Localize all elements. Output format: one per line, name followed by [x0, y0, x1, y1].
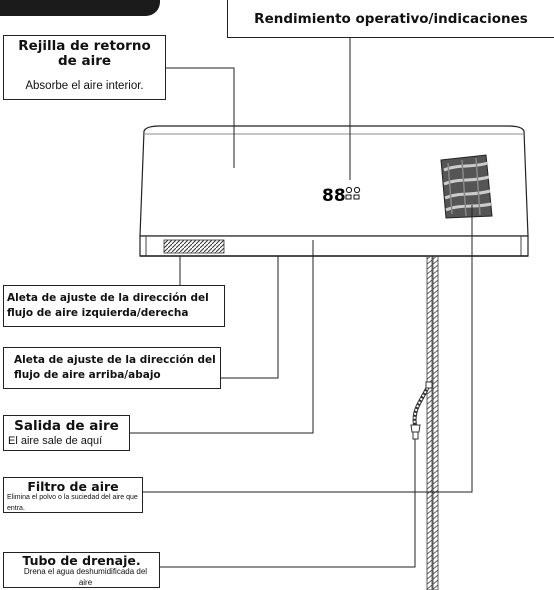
- leader-drain-pipe: [160, 439, 416, 568]
- ac-indoor-unit: [139, 125, 529, 257]
- display-digits: 88: [322, 186, 346, 206]
- air-outlet-title: Salida de aire: [14, 418, 119, 434]
- air-outlet-desc: El aire sale de aquí: [8, 435, 103, 447]
- air-outlet-label: Salida de aire El aire sale de aquí: [3, 415, 130, 451]
- leader-ud-louver: [221, 256, 279, 379]
- return-grille-title: Rejilla de retorno de aire: [18, 38, 151, 69]
- air-filter-desc: Elimina el polvo o la suciedad del aire …: [7, 494, 138, 512]
- operation-indicator-title: Rendimiento operativo/indicaciones: [254, 11, 528, 27]
- air-filter-graphic: [440, 154, 493, 219]
- lr-louver-title: Aleta de ajuste de la dirección del fluj…: [7, 292, 209, 319]
- operation-indicator-label: Rendimiento operativo/indicaciones: [227, 0, 554, 38]
- ud-louver-title: Aleta de ajuste de la dirección del fluj…: [14, 354, 216, 381]
- leader-return-grille: [166, 67, 235, 168]
- leader-lines: [130, 38, 473, 568]
- leader-air-filter: [143, 205, 473, 493]
- lr-louver-blades: [163, 239, 225, 254]
- return-grille-label: Rejilla de retorno de aire Absorbe el ai…: [3, 35, 166, 100]
- header-tab: [0, 0, 160, 16]
- display-panel: 88: [322, 186, 361, 206]
- drain-pipe-graphic: [410, 255, 439, 590]
- return-grille-desc: Absorbe el aire interior.: [25, 80, 144, 92]
- drain-pipe-title: Tubo de drenaje.: [22, 553, 141, 568]
- ud-louver-label: Aleta de ajuste de la dirección del fluj…: [3, 347, 221, 389]
- drain-pipe-desc: Drena el agua deshumidificada del aire: [23, 567, 148, 587]
- air-filter-label: Filtro de aire Elimina el polvo o la suc…: [3, 477, 143, 513]
- drain-pipe-label: Tubo de drenaje. Drena el agua deshumidi…: [3, 552, 160, 588]
- lr-louver-label: Aleta de ajuste de la dirección del fluj…: [3, 285, 225, 327]
- air-filter-title: Filtro de aire: [27, 479, 119, 494]
- leader-air-outlet: [130, 240, 314, 434]
